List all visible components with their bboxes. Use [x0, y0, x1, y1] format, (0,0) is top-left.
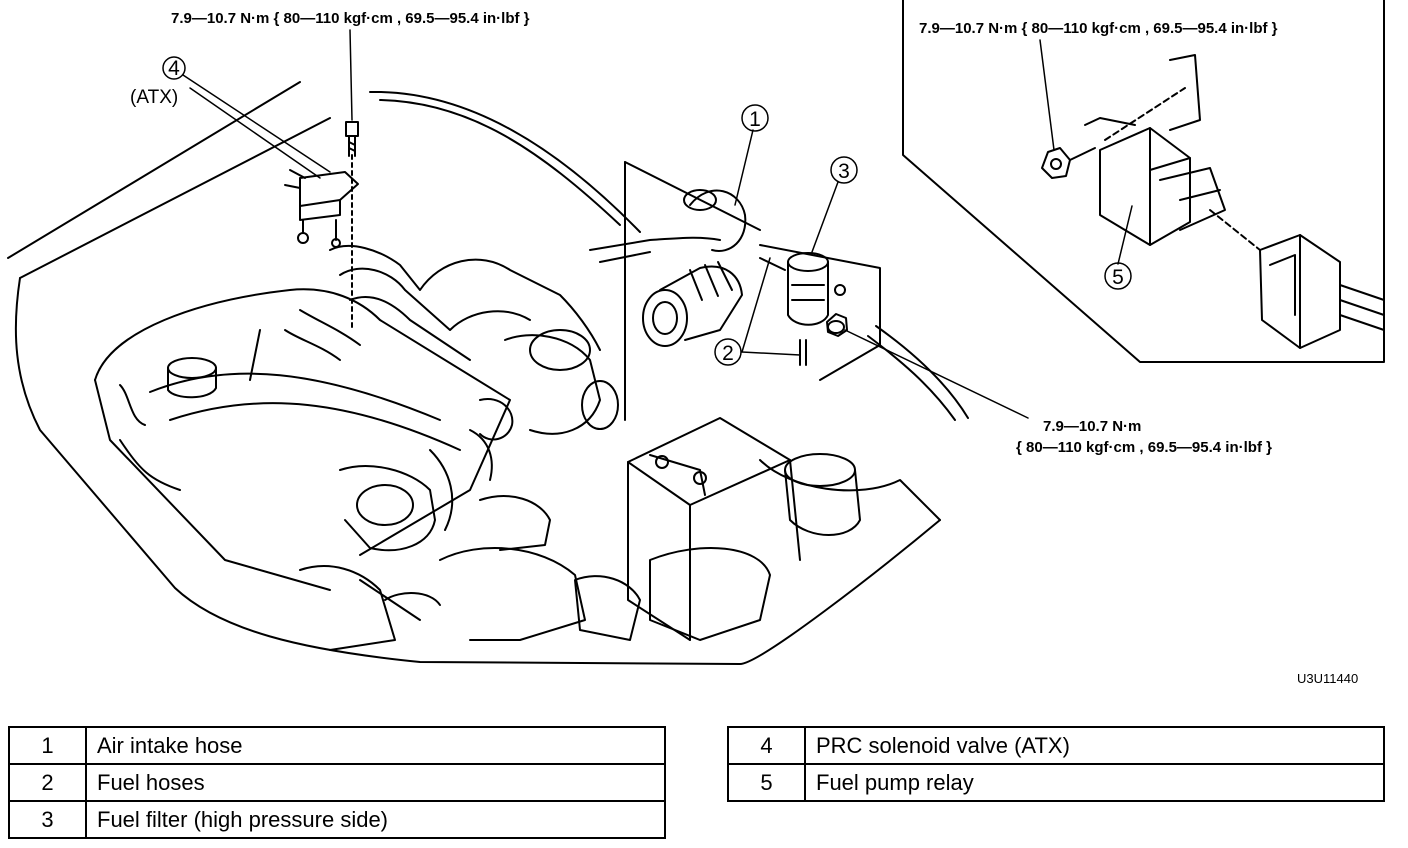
air-intake-hose: [589, 161, 761, 421]
callout-number-4: 4: [168, 57, 180, 80]
leader-lines: [182, 29, 1133, 419]
callout-number-5: 5: [1112, 266, 1124, 289]
legend-number: 3: [8, 800, 87, 839]
bolt-top-left: [345, 121, 359, 157]
prc-solenoid-valve: [284, 154, 359, 331]
torque-spec-bolt-top-right: 7.9—10.7 N·m { 80—110 kgf·cm , 69.5—95.4…: [919, 20, 1278, 37]
vehicle-body-outline: [7, 81, 969, 665]
callout-number-1: 1: [749, 108, 761, 131]
engine-assembly: [94, 245, 619, 651]
legend-label: Air intake hose: [85, 726, 666, 765]
callout-number-2: 2: [722, 342, 734, 365]
legend-label: PRC solenoid valve (ATX): [804, 726, 1385, 765]
nut-right: [826, 313, 848, 337]
legend-label: Fuel pump relay: [804, 763, 1385, 802]
figure-id: U3U11440: [1297, 671, 1358, 686]
legend-row: 5 Fuel pump relay: [727, 763, 1385, 802]
legend-row: 1 Air intake hose: [8, 726, 666, 765]
legend-row: 2 Fuel hoses: [8, 763, 666, 802]
callout-number-3: 3: [838, 160, 850, 183]
legend-number: 5: [727, 763, 806, 802]
torque-spec-nut-line1: 7.9—10.7 N·m: [1043, 418, 1141, 435]
atx-note: (ATX): [130, 87, 178, 108]
legend-table-right: 4 PRC solenoid valve (ATX) 5 Fuel pump r…: [727, 726, 1385, 802]
legend-row: 4 PRC solenoid valve (ATX): [727, 726, 1385, 765]
legend-label: Fuel hoses: [85, 763, 666, 802]
engine-bay-illustration: 7.9—10.7 N·m { 80—110 kgf·cm , 69.5—95.4…: [7, 0, 1385, 686]
legend-label: Fuel filter (high pressure side): [85, 800, 666, 839]
battery-area: [574, 417, 941, 641]
callout-circles: [162, 56, 1132, 366]
torque-spec-bolt-top-left: 7.9—10.7 N·m { 80—110 kgf·cm , 69.5—95.4…: [171, 10, 530, 27]
relay-inset: [902, 0, 1385, 363]
legend-table-left: 1 Air intake hose 2 Fuel hoses 3 Fuel fi…: [8, 726, 666, 839]
legend-number: 2: [8, 763, 87, 802]
torque-spec-nut-line2: { 80—110 kgf·cm , 69.5—95.4 in·lbf }: [1016, 439, 1272, 456]
fuel-filter: [759, 244, 881, 381]
legend-number: 4: [727, 726, 806, 765]
legend-number: 1: [8, 726, 87, 765]
legend-row: 3 Fuel filter (high pressure side): [8, 800, 666, 839]
